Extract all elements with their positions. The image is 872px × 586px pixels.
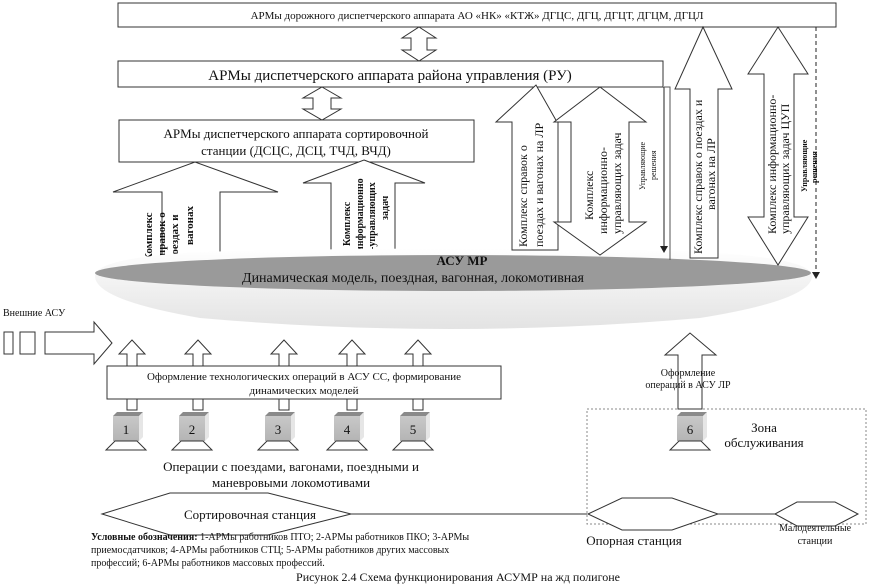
operations-label-line1: Операции с поездами, вагонами, поездными… <box>163 459 419 474</box>
svg-text:справок о: справок о <box>156 212 168 261</box>
sorting-station-label: Сортировочная станция <box>184 507 316 522</box>
legend-line3: профессий; 6-АРМы работников массовых пр… <box>91 558 325 569</box>
workstation-2: 2 <box>170 412 214 451</box>
legend-line1: 1-АРМы работников ПТО; 2-АРМы работников… <box>198 532 470 543</box>
workstation-number: 6 <box>687 422 694 437</box>
ru-dispatch-box: АРМы диспетчерского аппарата района упра… <box>117 60 664 88</box>
svg-text:Комплекс справок о поездах и: Комплекс справок о поездах и <box>691 99 705 254</box>
arrow-mid-up-lr <box>494 84 559 251</box>
zone-label-line1: Зона <box>751 420 777 435</box>
arrow-mid-double-text: Комплекс информационно- управляющих зада… <box>582 133 624 234</box>
svg-text:поездах и вагонах на ЛР: поездах и вагонах на ЛР <box>532 122 546 247</box>
workstation-number: 5 <box>410 422 417 437</box>
workstation-5: 5 <box>391 412 435 451</box>
ru-dispatch-label: АРМы диспетчерского аппарата района упра… <box>208 68 572 84</box>
arrow-left-up-text: Комплекс справок о поездах и вагонах <box>143 206 196 261</box>
arrow-right-double-cup <box>747 26 809 266</box>
svg-text:Управляющие: Управляющие <box>800 139 809 192</box>
arrow-right-up-lr <box>674 25 733 259</box>
small-station: Малодеятельные станции <box>773 501 860 547</box>
external-asu-arrow <box>44 320 113 366</box>
svg-text:управляющих задач: управляющих задач <box>610 133 624 234</box>
svg-text:управляющих задач ЦУП: управляющих задач ЦУП <box>778 103 792 234</box>
figure-caption: Рисунок 2.4 Схема функционирования АСУМР… <box>296 570 620 584</box>
arrow-right-double-text: Комплекс информационно- управляющих зада… <box>765 95 792 234</box>
tech-label-line1: Оформление технологических операций в АС… <box>147 371 461 383</box>
svg-text:Управляющие: Управляющие <box>638 141 647 190</box>
ru-side-connector <box>664 86 671 260</box>
double-arrow-top-ru <box>400 26 438 62</box>
legend-line2: приемосдатчиков; 4-АРМы работников СТЦ; … <box>91 545 449 556</box>
workstation-6: 6 <box>668 412 712 451</box>
legend-label: Условные обозначения: <box>91 532 198 543</box>
small-station-label-line2: станции <box>798 536 833 547</box>
svg-text:Условные обозначения: 1-АРМы р: Условные обозначения: 1-АРМы работников … <box>91 532 469 543</box>
svg-text:Комплекс: Комплекс <box>582 171 596 220</box>
external-asu: Внешние АСУ <box>3 308 113 366</box>
external-asu-label: Внешние АСУ <box>3 308 66 319</box>
arrow-lr-ops-up <box>663 332 718 410</box>
service-zone-box <box>586 408 867 525</box>
svg-text:вагонах: вагонах <box>184 206 196 245</box>
arrow-mid-up-text: Комплекс справок о поездах и вагонах на … <box>516 122 546 247</box>
double-arrow-ru-station <box>301 86 343 121</box>
sorting-station: Сортировочная станция <box>100 492 352 536</box>
top-dispatch-box: АРМы дорожного диспетчерского аппарата А… <box>117 2 837 28</box>
workstation-4: 4 <box>325 412 369 451</box>
legend: Условные обозначения: 1-АРМы работников … <box>91 532 469 569</box>
svg-text:вагонах на ЛР: вагонах на ЛР <box>704 138 718 210</box>
workstation-number: 4 <box>344 422 351 437</box>
svg-text:решения: решения <box>810 150 819 183</box>
support-station-label: Опорная станция <box>586 533 682 548</box>
workstation-number: 1 <box>123 422 130 437</box>
lr-ops-label-line1: Оформление <box>661 368 716 379</box>
workstation-group: 1 2 3 4 5 6 <box>104 412 712 451</box>
small-station-label-line1: Малодеятельные <box>779 523 852 534</box>
tech-operations-box: Оформление технологических операций в АС… <box>106 365 502 400</box>
svg-text:-управляющих: -управляющих <box>367 182 378 250</box>
asu-mr-subtitle: Динамическая модель, поездная, вагонная,… <box>242 271 585 286</box>
arrow-right-up-text: Комплекс справок о поездах и вагонах на … <box>691 99 718 254</box>
svg-text:Комплекс: Комплекс <box>342 201 353 246</box>
asu-mr-title: АСУ МР <box>437 253 488 268</box>
support-station: Опорная станция <box>586 497 720 548</box>
tech-label-line2: динамических моделей <box>249 385 358 397</box>
station-label-line2: станции (ДСЦС, ДСЦ, ТЧД, ВЧД) <box>201 143 391 158</box>
zone-label-line2: обслуживания <box>724 435 803 450</box>
svg-text:поездах и: поездах и <box>169 214 181 261</box>
asu-mr-disc: АСУ МР Динамическая модель, поездная, ва… <box>95 248 812 329</box>
top-dispatch-label: АРМы дорожного диспетчерского аппарата А… <box>251 10 704 22</box>
workstation-3: 3 <box>256 412 300 451</box>
lr-ops-label-line2: операций в АСУ ЛР <box>645 380 731 391</box>
svg-text:Комплекс информационно-: Комплекс информационно- <box>765 95 779 234</box>
arrow-mid-double-control <box>552 86 648 256</box>
arrow-mid-decisions: Управляющие решения <box>638 87 668 253</box>
svg-text:задач: задач <box>380 195 391 220</box>
svg-text:решения: решения <box>649 150 658 180</box>
arrow-left-double-text: Комплекс информационно -управляющих зада… <box>342 178 391 252</box>
workstation-number: 3 <box>275 422 282 437</box>
svg-text:Комплекс: Комплекс <box>143 212 155 261</box>
station-label-line1: АРМы диспетчерского аппарата сортировочн… <box>164 126 429 141</box>
arrow-right-dashed-decisions: Управляющие решения <box>800 27 820 279</box>
svg-text:информационно: информационно <box>355 178 366 252</box>
workstation-number: 2 <box>189 422 196 437</box>
operations-label-line2: маневровыми локомотивами <box>212 475 370 490</box>
svg-text:Комплекс справок о: Комплекс справок о <box>516 145 530 247</box>
station-dispatch-box: АРМы диспетчерского аппарата сортировочн… <box>118 119 475 163</box>
workstation-1: 1 <box>104 412 148 451</box>
svg-text:информационно-: информационно- <box>596 147 610 234</box>
